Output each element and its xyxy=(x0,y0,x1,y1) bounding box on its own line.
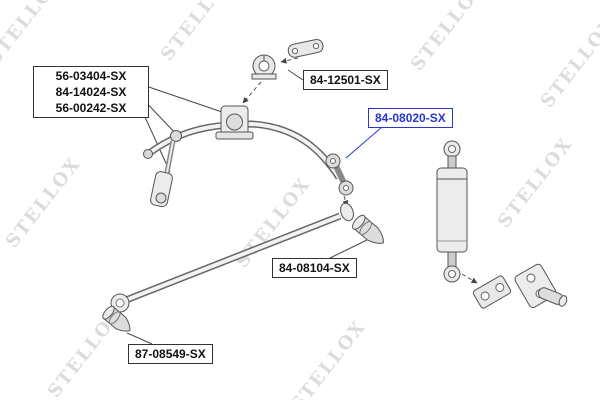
label-top-clamp[interactable]: 84-12501-SX xyxy=(303,70,388,90)
leader-line-highlighted xyxy=(345,126,383,159)
bushing-stack-mid[interactable] xyxy=(350,213,389,249)
part-number[interactable]: 56-03404-SX xyxy=(55,69,127,83)
part-number[interactable]: 84-14024-SX xyxy=(55,85,127,99)
shock-absorber[interactable] xyxy=(436,140,468,283)
label-rear-link-highlighted[interactable]: 84-08020-SX xyxy=(368,108,453,128)
bar-clamp-bracket[interactable] xyxy=(215,105,254,140)
label-bottom-bushing[interactable]: 87-08549-SX xyxy=(128,344,213,364)
label-front-link-parts[interactable]: 56-03404-SX 84-14024-SX 56-00242-SX xyxy=(33,66,149,118)
stabilizer-link-rear[interactable] xyxy=(325,153,354,196)
label-mid-bushing[interactable]: 84-08104-SX xyxy=(272,258,357,278)
axle-bracket-parts[interactable] xyxy=(472,263,568,309)
top-bushing-clamp-parts[interactable] xyxy=(251,38,324,80)
stabilizer-link-front[interactable] xyxy=(150,130,182,208)
part-number[interactable]: 56-00242-SX xyxy=(55,101,127,115)
bushing-bottom[interactable] xyxy=(101,304,135,336)
torque-rod[interactable] xyxy=(110,201,356,313)
